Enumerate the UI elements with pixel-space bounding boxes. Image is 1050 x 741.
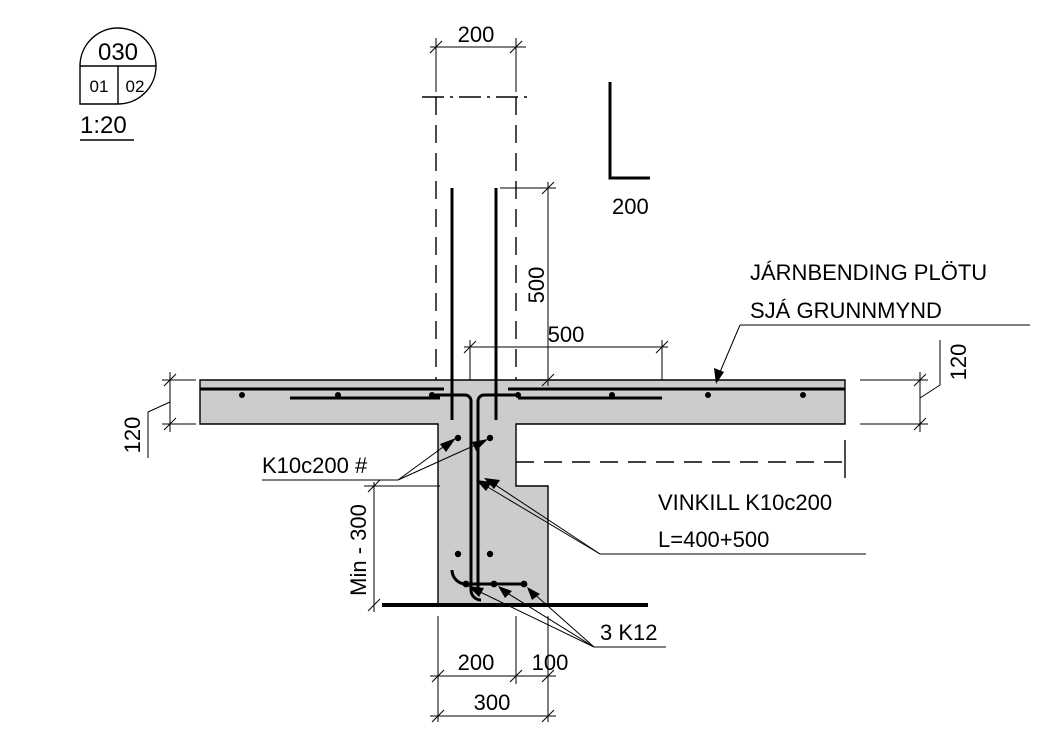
rebar-dot <box>800 392 806 398</box>
dim-footing-wall: 200 <box>458 650 495 675</box>
dim-tick <box>163 373 177 387</box>
dim-wall-width: 200 <box>458 22 495 47</box>
dim-tick <box>431 709 445 723</box>
arrow-head <box>476 480 492 491</box>
dim-tick <box>655 340 669 354</box>
bar-shape-l <box>608 82 650 180</box>
arrow-head <box>440 438 456 452</box>
dim-footing-heel: 100 <box>532 650 569 675</box>
dim-anchor-length: 500 <box>524 267 549 304</box>
bar-shape-symbol: 200 <box>608 82 650 219</box>
arrow-head <box>498 586 512 598</box>
rebar-dot <box>239 392 245 398</box>
dim-tick <box>509 669 523 683</box>
dim-tick <box>541 181 555 195</box>
dim-leader <box>919 384 941 399</box>
rebar-dot <box>454 550 462 558</box>
slab-rebar-leader <box>719 324 741 373</box>
rebar-dot <box>520 580 528 588</box>
arrow-head <box>527 587 540 600</box>
dimensions: 200 500 500 120 120 <box>120 22 971 723</box>
rebar-dot <box>462 580 470 588</box>
dim-tick <box>913 417 927 431</box>
rebar-dot <box>490 580 498 588</box>
rebar-dot <box>705 392 711 398</box>
bottom-bars-leader <box>531 591 595 648</box>
dim-tick <box>367 479 381 493</box>
dim-tick <box>541 373 555 387</box>
dim-lap-length: 500 <box>548 322 585 347</box>
angle-bar-right <box>476 393 518 590</box>
dim-footing-total: 300 <box>474 690 511 715</box>
rebar-dot <box>609 392 615 398</box>
bottom-bars-leader <box>475 589 595 648</box>
detail-tag: 030 01 02 1:20 <box>79 27 157 141</box>
dim-slab-right: 120 <box>946 344 971 381</box>
angle-bar-leader <box>485 485 601 555</box>
bar-leg-label: 200 <box>612 194 649 219</box>
dim-tick <box>367 598 381 612</box>
rebar-dot <box>454 434 462 442</box>
rebar-dot <box>486 434 494 442</box>
concrete <box>199 379 846 605</box>
dim-tick <box>913 373 927 387</box>
slab-rebar-label-2: SJÁ GRUNNMYND <box>750 298 942 323</box>
dim-tick <box>541 669 555 683</box>
angle-bar-leader <box>493 483 601 555</box>
arrow-head <box>484 478 500 489</box>
dim-tick <box>509 40 523 54</box>
detail-tag-outline <box>79 27 157 105</box>
slab-rebar-label-1: JÁRNBENDING PLÖTU <box>750 260 987 285</box>
arrow-head <box>714 368 724 384</box>
dim-slab-left: 120 <box>120 417 145 454</box>
arrow-head <box>468 586 484 597</box>
angle-bar-label-1: VINKILL K10c200 <box>658 490 832 515</box>
wall-outline <box>422 96 846 478</box>
rebar-dot <box>335 392 341 398</box>
rebar-dot <box>429 392 435 398</box>
angle-bar-label-2: L=400+500 <box>658 527 769 552</box>
rebar-dot <box>486 550 494 558</box>
dim-footing-depth: Min - 300 <box>346 504 371 596</box>
dim-leader <box>147 401 171 413</box>
rebar-dot <box>515 392 521 398</box>
wall-rebar-leader <box>397 441 483 481</box>
sheet-right: 02 <box>126 77 145 96</box>
annotations: JÁRNBENDING PLÖTU SJÁ GRUNNMYND K10c200 … <box>262 260 1030 648</box>
sheet-left: 01 <box>90 77 109 96</box>
dim-tick <box>463 340 477 354</box>
scale-label: 1:20 <box>80 112 127 139</box>
bottom-bars-label: 3 K12 <box>600 620 658 645</box>
dim-tick <box>431 669 445 683</box>
angle-bar-left <box>432 393 482 602</box>
dim-tick <box>429 40 443 54</box>
dim-tick <box>163 417 177 431</box>
dim-tick <box>541 709 555 723</box>
bar-dots <box>239 392 806 588</box>
detail-number: 030 <box>98 39 138 66</box>
wall-rebar-leader <box>397 441 451 481</box>
slab-and-footing <box>199 379 846 605</box>
reinforcement <box>200 188 845 602</box>
arrow-head <box>472 439 488 451</box>
wall-rebar-label: K10c200 # <box>262 453 368 478</box>
bottom-bars-leader <box>503 590 595 648</box>
